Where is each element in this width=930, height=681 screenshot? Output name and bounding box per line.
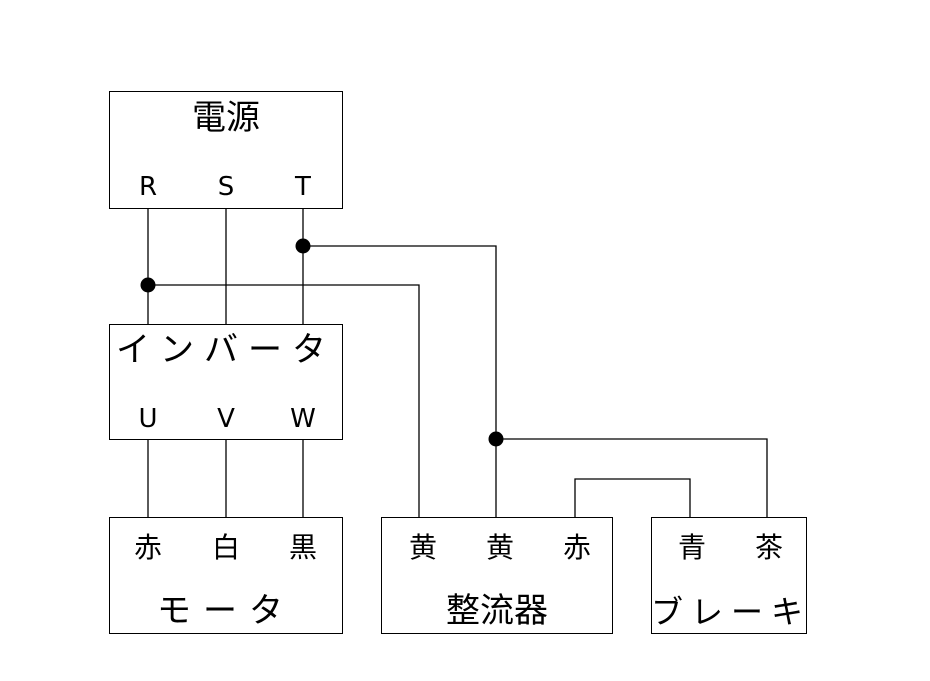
terminal-t: T [295, 172, 311, 202]
wire-rectifier-red-to-brake-blue [574, 478, 691, 518]
wire-r-to-rectifier [148, 284, 420, 518]
brake-wire-blue: 青 [677, 531, 706, 564]
motor-title: モータ [157, 591, 295, 631]
terminal-w: W [290, 404, 316, 434]
motor-wire-red: 赤 [133, 531, 162, 564]
motor-wire-black: 黒 [288, 531, 317, 564]
terminal-r: R [138, 172, 158, 202]
wire-t-to-rectifier [303, 245, 497, 518]
brake-wire-brown: 茶 [754, 531, 783, 564]
inverter-title: インバータ [116, 330, 336, 370]
terminal-s: S [217, 172, 235, 202]
power-supply-title: 電源 [192, 98, 260, 138]
junction-dot-r [140, 277, 156, 293]
rectifier-title: 整流器 [446, 591, 548, 631]
rectifier-wire-yellow-1: 黄 [408, 531, 437, 564]
rectifier-box [381, 517, 613, 634]
brake-box [651, 517, 807, 634]
terminal-v: V [217, 404, 235, 434]
inverter-box [109, 324, 343, 440]
junction-dot-t [295, 238, 311, 254]
rectifier-wire-yellow-2: 黄 [485, 531, 514, 564]
power-supply-box [109, 91, 343, 209]
terminal-u: U [138, 404, 158, 434]
rectifier-wire-red: 赤 [562, 531, 591, 564]
brake-title: ブレーキ [651, 593, 812, 631]
wire-rectifier-to-brake-brown [496, 438, 768, 518]
junction-dot-rectifier [488, 431, 504, 447]
motor-box [109, 517, 343, 634]
motor-wire-white: 白 [211, 531, 240, 564]
